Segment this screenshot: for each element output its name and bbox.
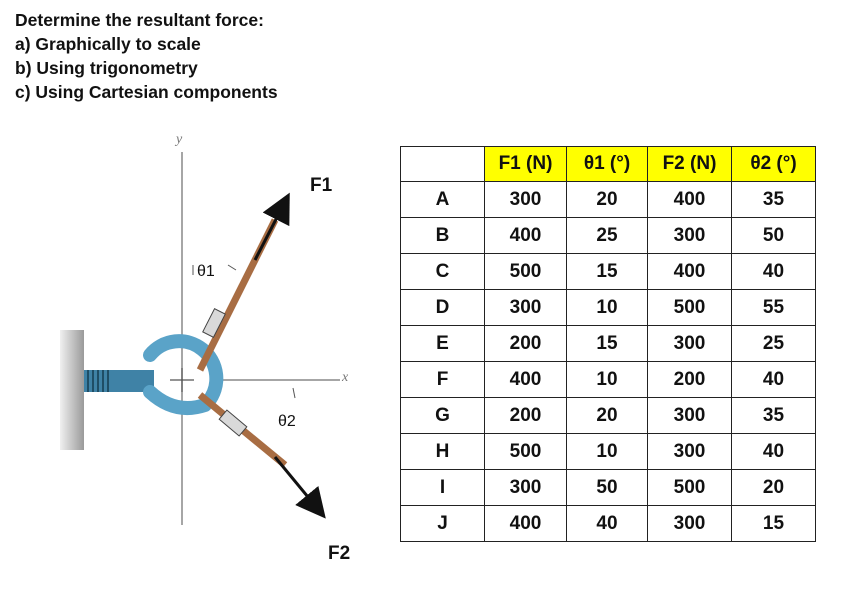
bolt-eye bbox=[143, 334, 224, 409]
theta2-value: 35 bbox=[731, 397, 816, 434]
row-label: F bbox=[400, 361, 485, 398]
row-label: E bbox=[400, 325, 485, 362]
f1-value: 400 bbox=[484, 361, 567, 398]
row-label: H bbox=[400, 433, 485, 470]
force1-label: F1 bbox=[310, 175, 333, 196]
f1-value: 300 bbox=[484, 289, 567, 326]
theta1-value: 15 bbox=[566, 253, 648, 290]
x-axis-label: x bbox=[342, 370, 349, 385]
f2-value: 300 bbox=[647, 217, 732, 254]
theta2-value: 40 bbox=[731, 253, 816, 290]
eyebolt-diagram bbox=[60, 152, 340, 525]
f2-value: 400 bbox=[647, 253, 732, 290]
f1-value: 400 bbox=[484, 505, 567, 542]
column-header-f2: F2 (N) bbox=[647, 146, 732, 182]
f2-value: 300 bbox=[647, 505, 732, 542]
f2-value: 300 bbox=[647, 397, 732, 434]
arrow-f2 bbox=[273, 456, 326, 519]
problem-item-b: b) Using trigonometry bbox=[15, 58, 198, 78]
theta1-value: 15 bbox=[566, 325, 648, 362]
theta1-value: 20 bbox=[566, 397, 648, 434]
theta2-value: 15 bbox=[731, 505, 816, 542]
theta1-value: 20 bbox=[566, 181, 648, 218]
f1-value: 300 bbox=[484, 181, 567, 218]
f2-value: 200 bbox=[647, 361, 732, 398]
problem-statement: Determine the resultant force: a) Graphi… bbox=[15, 8, 278, 104]
clip-f1 bbox=[202, 308, 226, 338]
theta2-label: θ2 bbox=[278, 413, 296, 430]
arrow-f1 bbox=[253, 192, 290, 261]
problem-item-a: a) Graphically to scale bbox=[15, 34, 201, 54]
table-header-row: F1 (N) θ1 (°) F2 (N) θ2 (°) bbox=[400, 146, 816, 182]
row-label: G bbox=[400, 397, 485, 434]
clip-f2 bbox=[218, 409, 248, 437]
theta2-value: 40 bbox=[731, 433, 816, 470]
row-label: B bbox=[400, 217, 485, 254]
bolt-shank bbox=[84, 370, 154, 392]
f1-value: 500 bbox=[484, 433, 567, 470]
row-label: A bbox=[400, 181, 485, 218]
column-header-theta1: θ1 (°) bbox=[566, 146, 648, 182]
f1-value: 300 bbox=[484, 469, 567, 506]
row-label: C bbox=[400, 253, 485, 290]
row-label: J bbox=[400, 505, 485, 542]
f2-value: 500 bbox=[647, 289, 732, 326]
f1-value: 500 bbox=[484, 253, 567, 290]
f1-value: 200 bbox=[484, 325, 567, 362]
theta1-value: 10 bbox=[566, 361, 648, 398]
theta1-label: θ1 bbox=[197, 263, 215, 280]
theta2-value: 55 bbox=[731, 289, 816, 326]
row-label: I bbox=[400, 469, 485, 506]
row-label: D bbox=[400, 289, 485, 326]
theta1-value: 10 bbox=[566, 433, 648, 470]
force2-label: F2 bbox=[328, 543, 351, 564]
theta2-value: 40 bbox=[731, 361, 816, 398]
theta1-value: 10 bbox=[566, 289, 648, 326]
theta2-value: 20 bbox=[731, 469, 816, 506]
f2-value: 500 bbox=[647, 469, 732, 506]
problem-item-c: c) Using Cartesian components bbox=[15, 82, 278, 102]
problem-title: Determine the resultant force: bbox=[15, 10, 264, 30]
eyebolt-figure: y x F1 F2 θ1 θ2 bbox=[0, 130, 400, 590]
column-header-f1: F1 (N) bbox=[484, 146, 567, 182]
y-axis-label: y bbox=[176, 132, 183, 147]
column-header-theta2: θ2 (°) bbox=[731, 146, 816, 182]
theta2-value: 25 bbox=[731, 325, 816, 362]
f2-value: 300 bbox=[647, 325, 732, 362]
theta1-value: 40 bbox=[566, 505, 648, 542]
wall bbox=[60, 330, 84, 450]
theta2-marker bbox=[292, 387, 296, 399]
f1-value: 200 bbox=[484, 397, 567, 434]
column-header-blank bbox=[400, 146, 485, 182]
theta2-value: 35 bbox=[731, 181, 816, 218]
f2-value: 400 bbox=[647, 181, 732, 218]
theta1-value: 25 bbox=[566, 217, 648, 254]
f1-value: 400 bbox=[484, 217, 567, 254]
f2-value: 300 bbox=[647, 433, 732, 470]
theta1-value: 50 bbox=[566, 469, 648, 506]
theta2-value: 50 bbox=[731, 217, 816, 254]
